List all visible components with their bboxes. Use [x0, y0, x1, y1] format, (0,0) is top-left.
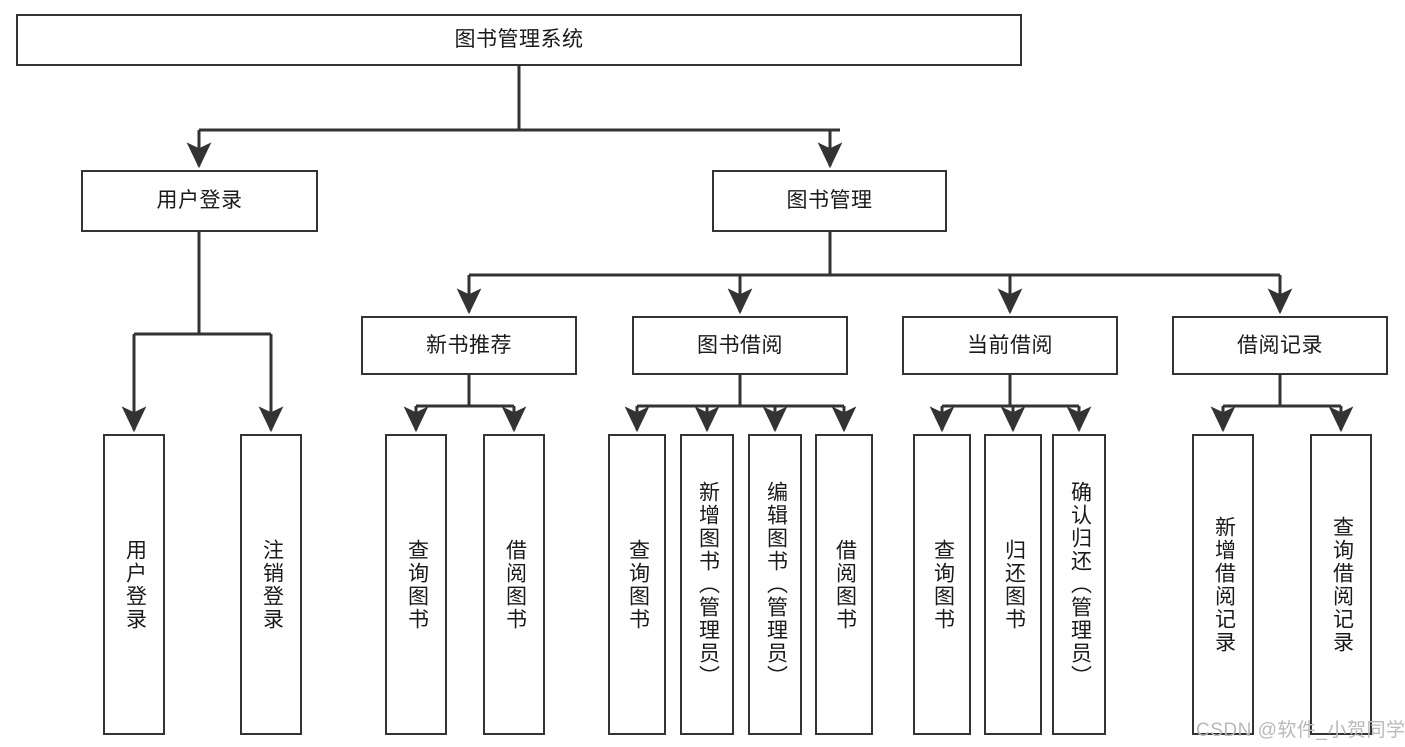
csdn-watermark: CSDN @软件_小贺同学 — [1196, 715, 1405, 742]
node-leaf-cur-return[interactable]: 归还图书 — [984, 434, 1042, 735]
node-leaf-user-logout[interactable]: 注销登录 — [240, 434, 302, 735]
node-leaf-rec-add-label: 新增借阅记录 — [1212, 515, 1236, 654]
node-leaf-cur-confirm-label: 确认归还（管理员） — [1068, 481, 1092, 688]
node-leaf-borrow-add-label: 新增图书（管理员） — [696, 481, 720, 688]
node-book-manage[interactable]: 图书管理 — [712, 170, 947, 232]
node-new-book-rec[interactable]: 新书推荐 — [361, 316, 577, 375]
node-leaf-rec-query[interactable]: 查询图书 — [385, 434, 447, 735]
node-leaf-cur-query[interactable]: 查询图书 — [913, 434, 971, 735]
node-leaf-borrow-query-label: 查询图书 — [626, 538, 650, 631]
node-new-book-rec-label: 新书推荐 — [426, 333, 512, 357]
node-leaf-borrow-lend-label: 借阅图书 — [833, 538, 857, 631]
node-book-manage-label: 图书管理 — [786, 189, 873, 213]
node-leaf-user-login-label: 用户登录 — [123, 538, 147, 631]
node-root[interactable]: 图书管理系统 — [16, 14, 1022, 66]
node-borrow-record[interactable]: 借阅记录 — [1172, 316, 1388, 375]
node-current-borrow-label: 当前借阅 — [967, 333, 1053, 357]
node-current-borrow[interactable]: 当前借阅 — [902, 316, 1118, 375]
node-leaf-user-logout-label: 注销登录 — [260, 538, 284, 631]
node-leaf-rec-query2-label: 查询借阅记录 — [1330, 515, 1354, 654]
node-leaf-rec-add[interactable]: 新增借阅记录 — [1192, 434, 1254, 735]
node-leaf-borrow-query[interactable]: 查询图书 — [608, 434, 666, 735]
node-user-login[interactable]: 用户登录 — [81, 170, 318, 232]
node-leaf-rec-query2[interactable]: 查询借阅记录 — [1310, 434, 1372, 735]
node-leaf-rec-query-label: 查询图书 — [405, 538, 429, 631]
node-leaf-borrow-add[interactable]: 新增图书（管理员） — [680, 434, 734, 735]
node-leaf-rec-borrow-label: 借阅图书 — [503, 538, 527, 631]
node-root-label: 图书管理系统 — [454, 28, 584, 52]
node-leaf-rec-borrow[interactable]: 借阅图书 — [483, 434, 545, 735]
node-leaf-borrow-lend[interactable]: 借阅图书 — [815, 434, 873, 735]
node-leaf-cur-confirm[interactable]: 确认归还（管理员） — [1052, 434, 1106, 735]
csdn-watermark-text: CSDN @软件_小贺同学 — [1196, 720, 1405, 741]
node-book-borrow[interactable]: 图书借阅 — [632, 316, 848, 375]
node-leaf-cur-query-label: 查询图书 — [931, 538, 955, 631]
node-borrow-record-label: 借阅记录 — [1237, 333, 1323, 357]
node-leaf-cur-return-label: 归还图书 — [1002, 538, 1026, 631]
node-user-login-label: 用户登录 — [156, 189, 243, 213]
node-leaf-borrow-edit[interactable]: 编辑图书（管理员） — [748, 434, 802, 735]
node-leaf-user-login[interactable]: 用户登录 — [103, 434, 165, 735]
node-leaf-borrow-edit-label: 编辑图书（管理员） — [764, 481, 788, 688]
node-book-borrow-label: 图书借阅 — [697, 333, 783, 357]
